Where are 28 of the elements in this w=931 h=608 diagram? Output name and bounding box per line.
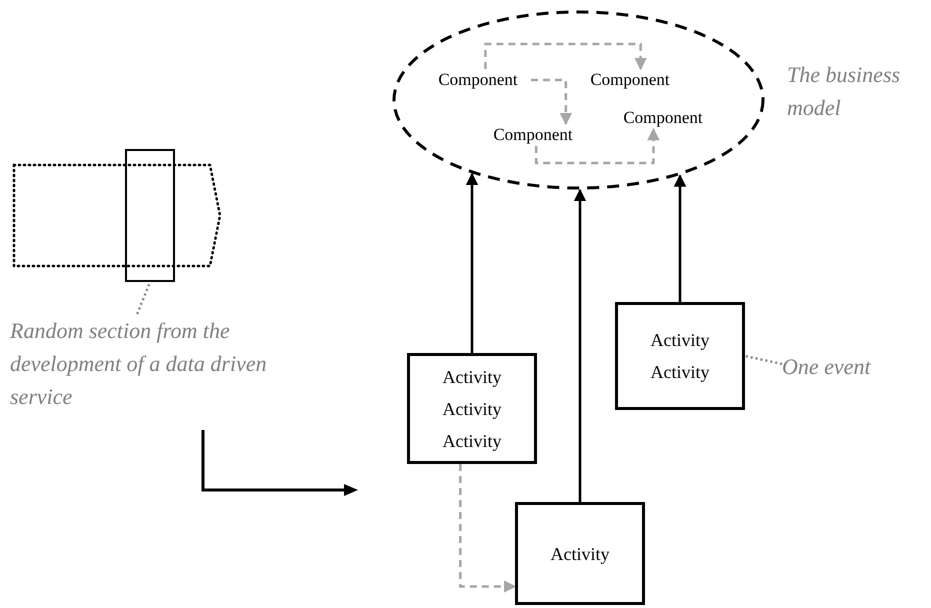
arrow [574, 188, 586, 502]
leader-line [136, 282, 152, 314]
arrow [484, 42, 647, 70]
activity-text: Activity [650, 361, 710, 384]
component-label: Component [425, 69, 531, 91]
activity-text: Activity [442, 398, 502, 421]
component-label: Component [610, 107, 716, 129]
caption-text: The business model [787, 61, 902, 122]
arrow [534, 128, 660, 164]
activity-text: Activity [442, 366, 502, 389]
leader-line [744, 354, 782, 366]
arrow [531, 78, 572, 126]
activity-text: Activity [550, 542, 610, 566]
component-label: Component [480, 124, 586, 146]
dashed-ellipse [392, 10, 765, 190]
activity-box [515, 502, 645, 605]
arrow [459, 464, 516, 593]
activity-text: Activity [650, 329, 710, 352]
annotation-text: Random section from the development of a data driven service [10, 314, 328, 420]
activity-text: Activity [442, 430, 502, 453]
annotation-text: One event [782, 350, 902, 378]
arrow [466, 172, 478, 353]
activity-box [615, 302, 745, 410]
section-rectangle [125, 149, 175, 282]
dotted-pentagon-outline [12, 163, 222, 268]
activity-box [407, 353, 537, 464]
arrow [674, 174, 686, 302]
component-label: Component [577, 69, 683, 91]
